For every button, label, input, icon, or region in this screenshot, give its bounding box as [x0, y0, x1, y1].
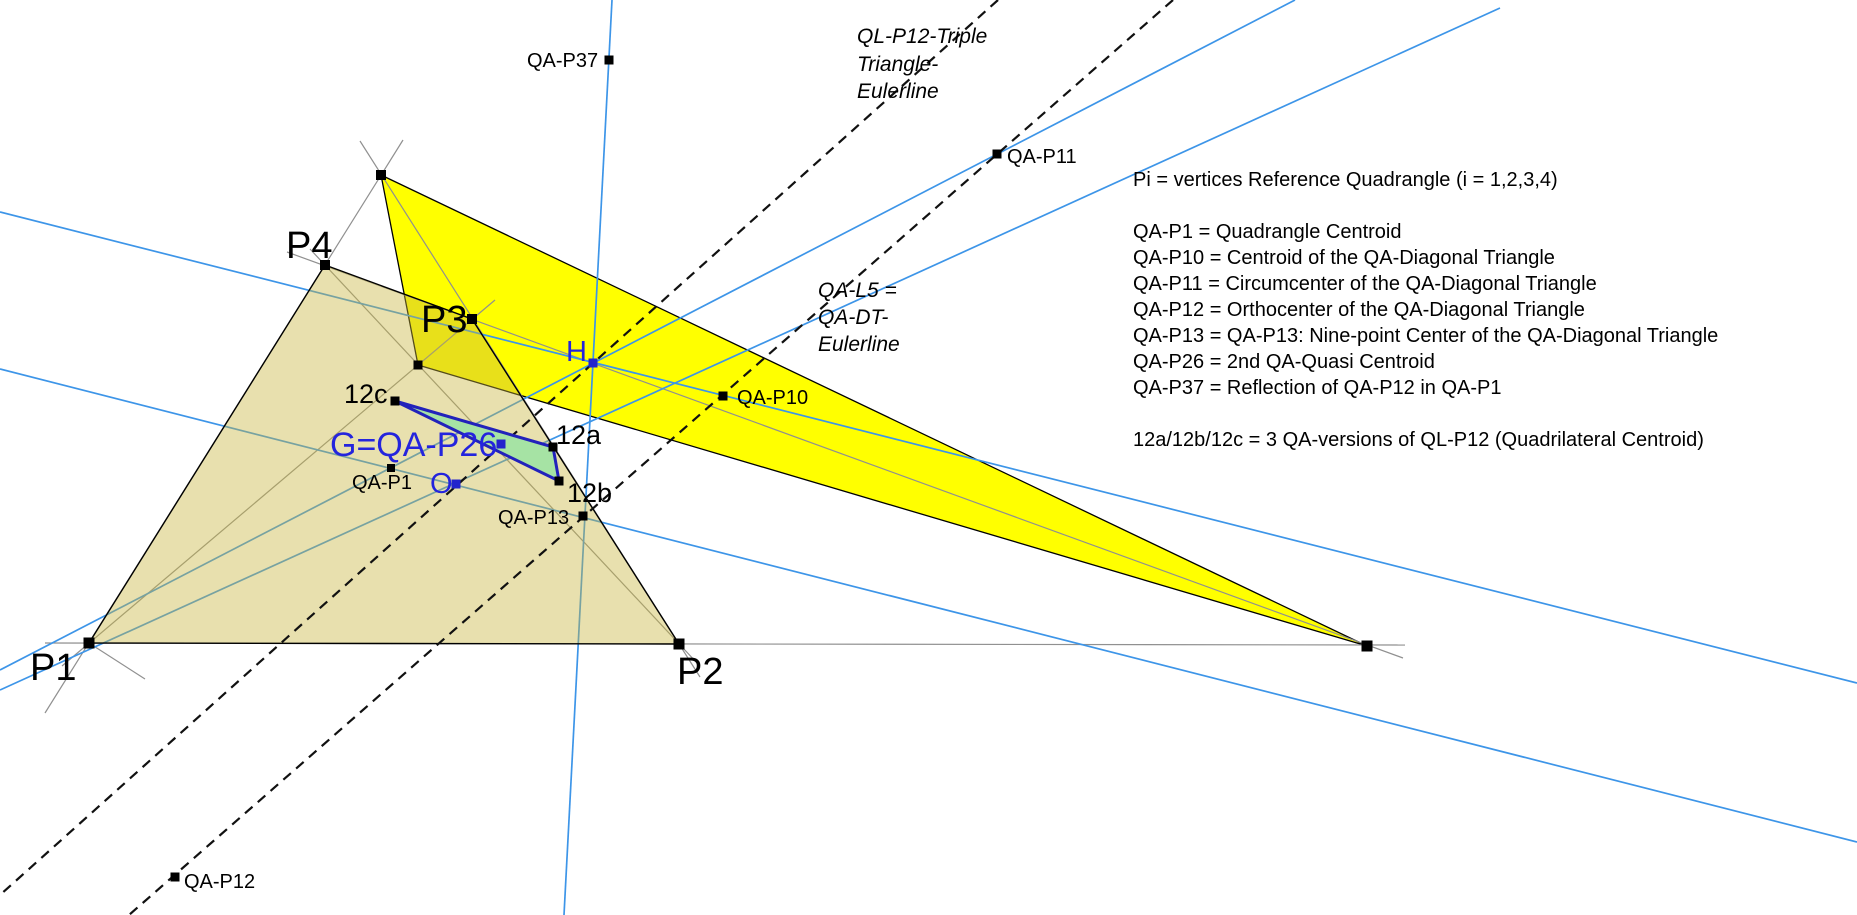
- point-g-qa-p26: [496, 439, 506, 449]
- point-12a: [548, 442, 558, 452]
- annotation-ql-p12-triple-triangle-eulerline-line-3: Eulerline: [857, 80, 939, 103]
- point-qa-p10: [718, 391, 728, 401]
- label-p2: P2: [677, 651, 723, 693]
- ql-p12-triple-triangle: [393, 399, 561, 483]
- label-qa-p37: QA-P37: [527, 50, 598, 72]
- diagonal-p1-p3: [61, 299, 496, 667]
- annotation-ql-p12-triple-triangle-eulerline-line-1: QL-P12-Triple: [857, 25, 987, 48]
- line-through-p1-o: [0, 7, 1501, 691]
- legend-line-1: Pi = vertices Reference Quadrangle (i = …: [1133, 169, 1558, 191]
- line-through-qa-p1-o-qa-p13: [0, 368, 1857, 843]
- point-p2[interactable]: [673, 638, 685, 650]
- legend-line-6: QA-P12 = Orthocenter of the QA-Diagonal …: [1133, 299, 1585, 321]
- legend-line-11: 12a/12b/12c = 3 QA-versions of QL-P12 (Q…: [1133, 429, 1704, 451]
- label-p3: P3: [421, 299, 467, 341]
- legend-line-7: QA-P13 = QA-P13: Nine-point Center of th…: [1133, 325, 1718, 347]
- point-qa-p11: [992, 149, 1002, 159]
- label-o: O: [430, 468, 453, 500]
- point-12b: [554, 476, 564, 486]
- label-qa-p10: QA-P10: [737, 387, 808, 409]
- legend-line-5: QA-P11 = Circumcenter of the QA-Diagonal…: [1133, 273, 1597, 295]
- annotation-qa-l5-eulerline-line-1: QA-L5 =: [818, 279, 897, 302]
- point-dt-right: [1361, 640, 1373, 652]
- line-through-qa-p37-h: [563, 0, 613, 915]
- diagonal-p2-p4: [309, 248, 698, 664]
- label-qa-p13: QA-P13: [498, 507, 569, 529]
- qa-diagonal-triangle: [380, 174, 1368, 647]
- label-g-qa-p26: G=QA-P26: [330, 426, 497, 464]
- stub-at-p1: [88, 642, 146, 680]
- point-12c: [390, 396, 400, 406]
- legend-line-8: QA-P26 = 2nd QA-Quasi Centroid: [1133, 351, 1435, 373]
- qa-l5-dt-eulerline: [128, 0, 1174, 915]
- label-12a: 12a: [556, 420, 602, 450]
- legend-line-9: QA-P37 = Reflection of QA-P12 in QA-P1: [1133, 377, 1502, 399]
- point-o: [451, 479, 461, 489]
- legend-line-3: QA-P1 = Quadrangle Centroid: [1133, 221, 1402, 243]
- label-h: H: [566, 336, 587, 368]
- annotation-ql-p12-triple-triangle-eulerline-line-2: Triangle-: [857, 53, 938, 76]
- point-qa-p37: [604, 55, 614, 65]
- label-12c: 12c: [344, 379, 388, 409]
- point-dt-left: [413, 360, 423, 370]
- label-p4: P4: [286, 225, 332, 267]
- label-p1: P1: [30, 647, 76, 689]
- point-p4[interactable]: [320, 260, 330, 270]
- annotation-qa-l5-eulerline-line-3: Eulerline: [818, 333, 900, 356]
- point-h: [588, 358, 598, 368]
- point-qa-p12: [170, 872, 180, 882]
- label-qa-p11: QA-P11: [1007, 146, 1077, 168]
- label-qa-p1: QA-P1: [352, 472, 412, 494]
- point-p3[interactable]: [467, 314, 477, 324]
- point-qa-p13: [578, 511, 588, 521]
- legend-line-4: QA-P10 = Centroid of the QA-Diagonal Tri…: [1133, 247, 1555, 269]
- line-through-qa-p11-h: [0, 0, 1296, 671]
- point-qa-p1: [387, 464, 395, 472]
- point-p1[interactable]: [83, 637, 95, 649]
- label-12b: 12b: [567, 478, 612, 508]
- label-qa-p12: QA-P12: [184, 871, 255, 893]
- annotation-qa-l5-eulerline-line-2: QA-DT-: [818, 306, 888, 329]
- point-dt-top: [376, 170, 386, 180]
